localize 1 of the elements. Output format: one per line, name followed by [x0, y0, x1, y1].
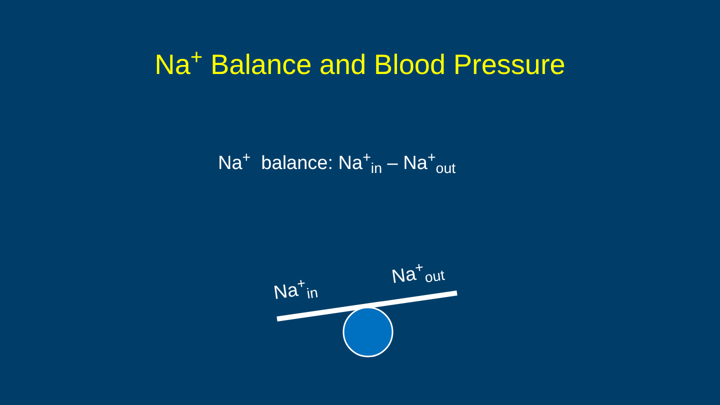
slide-title: Na$^{+}$ Balance and Blood Pressure	[154, 44, 566, 82]
